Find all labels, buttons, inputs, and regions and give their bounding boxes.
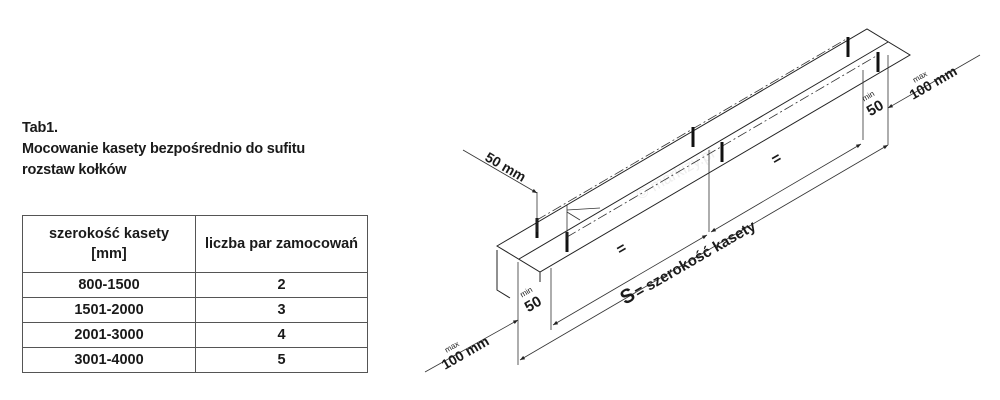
s-dimension-label: S = szerokość kasety (617, 217, 760, 309)
header-width: szerokość kasety [mm] (22, 215, 196, 273)
dimension-lines (424, 54, 981, 373)
cell-pairs: 5 (195, 347, 368, 373)
min-value: 50 (522, 293, 545, 316)
equal-sign-left: = (614, 239, 630, 258)
cell-pairs: 2 (195, 272, 368, 298)
cell-pairs: 3 (195, 297, 368, 323)
watermark: © markizy.pl (634, 145, 718, 203)
center-lines (536, 37, 879, 238)
header-width-label: szerokość kasety (48, 226, 170, 242)
mounting-table: szerokość kasety[mm] liczba par zamocowa… (22, 215, 368, 373)
title-line-1: Tab1. (22, 120, 58, 136)
max-100-right: max 100 mm (907, 63, 960, 103)
header-width-unit: [mm] (91, 246, 127, 262)
s-label: = szerokość kasety (631, 217, 759, 301)
min-50-left: min 50 (519, 285, 545, 316)
table-title: Tab1. Mocowanie kasety bezpośrednio do s… (22, 118, 305, 181)
equal-sign-right: = (769, 149, 785, 168)
title-line-2: Mocowanie kasety bezpośrednio do sufitu (22, 141, 306, 157)
cell-width: 800-1500 (22, 272, 196, 298)
width-label: 50 mm (483, 149, 529, 185)
title-line-3: rozstaw kołków (22, 162, 127, 178)
min-value: 50 (864, 97, 887, 120)
cell-width: 3001-4000 (22, 347, 196, 373)
max-100-left: max 100 mm (439, 333, 492, 373)
min-50-right: min 50 (861, 89, 887, 120)
fasteners (535, 37, 880, 252)
